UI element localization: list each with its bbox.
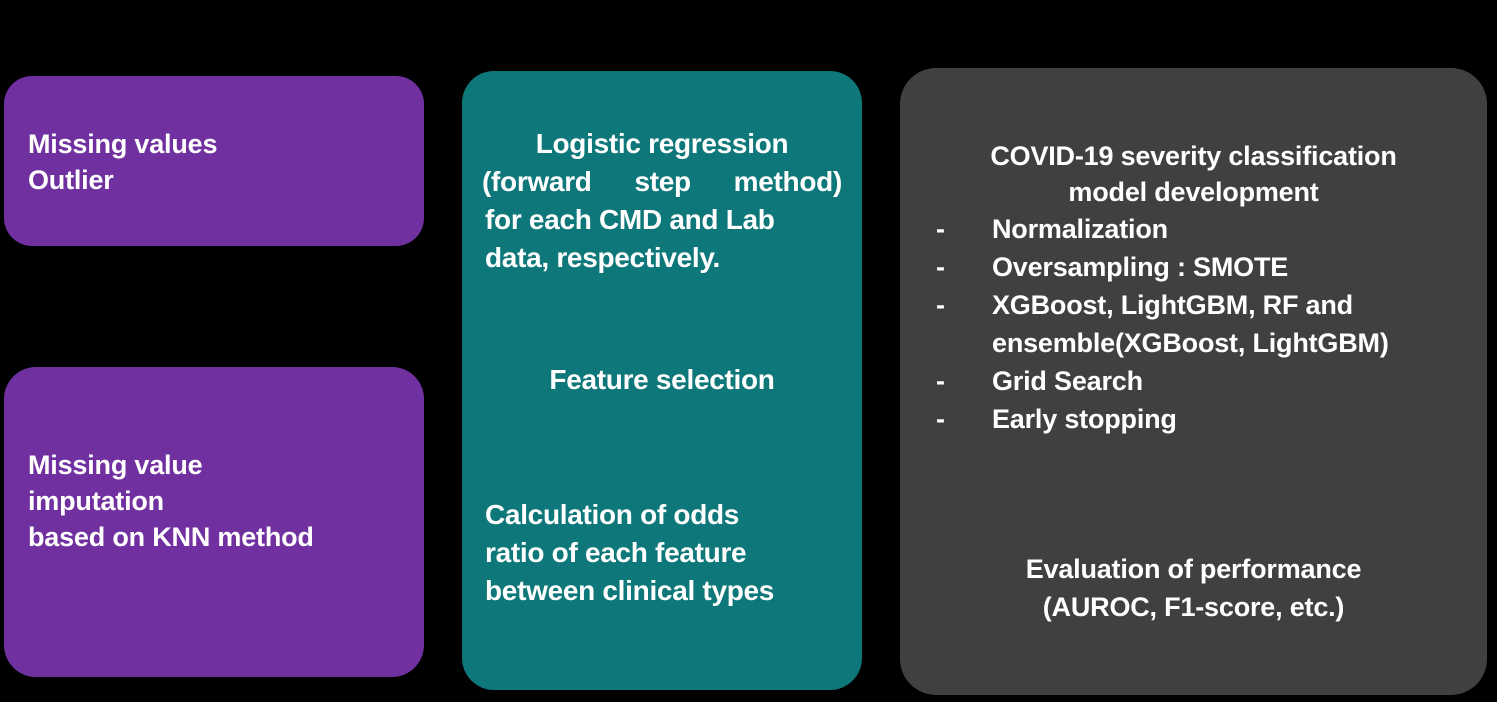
bullet-text: Early stopping: [992, 404, 1177, 434]
bullet-dash-marker: -: [936, 404, 945, 434]
missing-values-text: Missing values Outlier: [28, 126, 217, 198]
bullet-dash-marker: -: [936, 252, 945, 282]
list-item: - Oversampling : SMOTE: [936, 248, 1481, 286]
list-item: - Normalization: [936, 210, 1481, 248]
odds-ratio-line-1: Calculation of odds: [485, 499, 740, 530]
bullet-dash-marker: -: [936, 290, 945, 320]
model-development-card: COVID-19 severity classification model d…: [900, 68, 1487, 695]
bullet-text: XGBoost, LightGBM, RF and ensemble(XGBoo…: [992, 290, 1389, 358]
bullet-text: Grid Search: [992, 366, 1143, 396]
evaluation-line-1: Evaluation of performance: [1025, 554, 1362, 584]
model-development-title: COVID-19 severity classification model d…: [900, 138, 1487, 210]
preprocessing-imputation-card: Missing value imputation based on KNN me…: [4, 367, 424, 677]
imputation-text: Missing value imputation based on KNN me…: [28, 447, 314, 555]
logistic-line-4: data, respectively.: [485, 242, 721, 273]
list-item: - Early stopping: [936, 400, 1481, 438]
logistic-regression-text: Logistic regression (forward step method…: [462, 125, 862, 277]
logistic-line-2: (forward step method): [482, 166, 842, 197]
imputation-line-2: imputation: [28, 486, 164, 516]
model-title-line-1: COVID-19 severity classification: [990, 141, 1397, 171]
logistic-line-1: Logistic regression: [535, 128, 789, 159]
odds-ratio-text: Calculation of odds ratio of each featur…: [462, 496, 862, 610]
missing-values-line-2: Outlier: [28, 165, 114, 195]
list-item: - XGBoost, LightGBM, RF and ensemble(XGB…: [936, 286, 1481, 362]
evaluation-line-2: (AUROC, F1-score, etc.): [1042, 592, 1345, 622]
model-title-line-2: model development: [1068, 177, 1319, 207]
feature-selection-card: Logistic regression (forward step method…: [462, 71, 1140, 690]
missing-values-line-1: Missing values: [28, 129, 218, 159]
list-item: - Grid Search: [936, 362, 1481, 400]
bullet-text: Oversampling : SMOTE: [992, 252, 1289, 282]
bullet-dash-marker: -: [936, 366, 945, 396]
imputation-line-3: based on KNN method: [28, 522, 314, 552]
odds-ratio-line-3: between clinical types: [485, 575, 775, 606]
bullet-text: Normalization: [992, 214, 1168, 244]
odds-ratio-line-2: ratio of each feature: [485, 537, 747, 568]
feature-selection-step-label: Feature selection: [549, 364, 775, 395]
bullet-dash-marker: -: [936, 214, 945, 244]
evaluation-text: Evaluation of performance (AUROC, F1-sco…: [900, 550, 1487, 626]
model-development-bullet-list: - Normalization - Oversampling : SMOTE -…: [936, 210, 1481, 438]
logistic-line-3: for each CMD and Lab: [485, 204, 775, 235]
imputation-line-1: Missing value: [28, 450, 203, 480]
preprocessing-missing-values-card: Missing values Outlier: [4, 76, 424, 246]
